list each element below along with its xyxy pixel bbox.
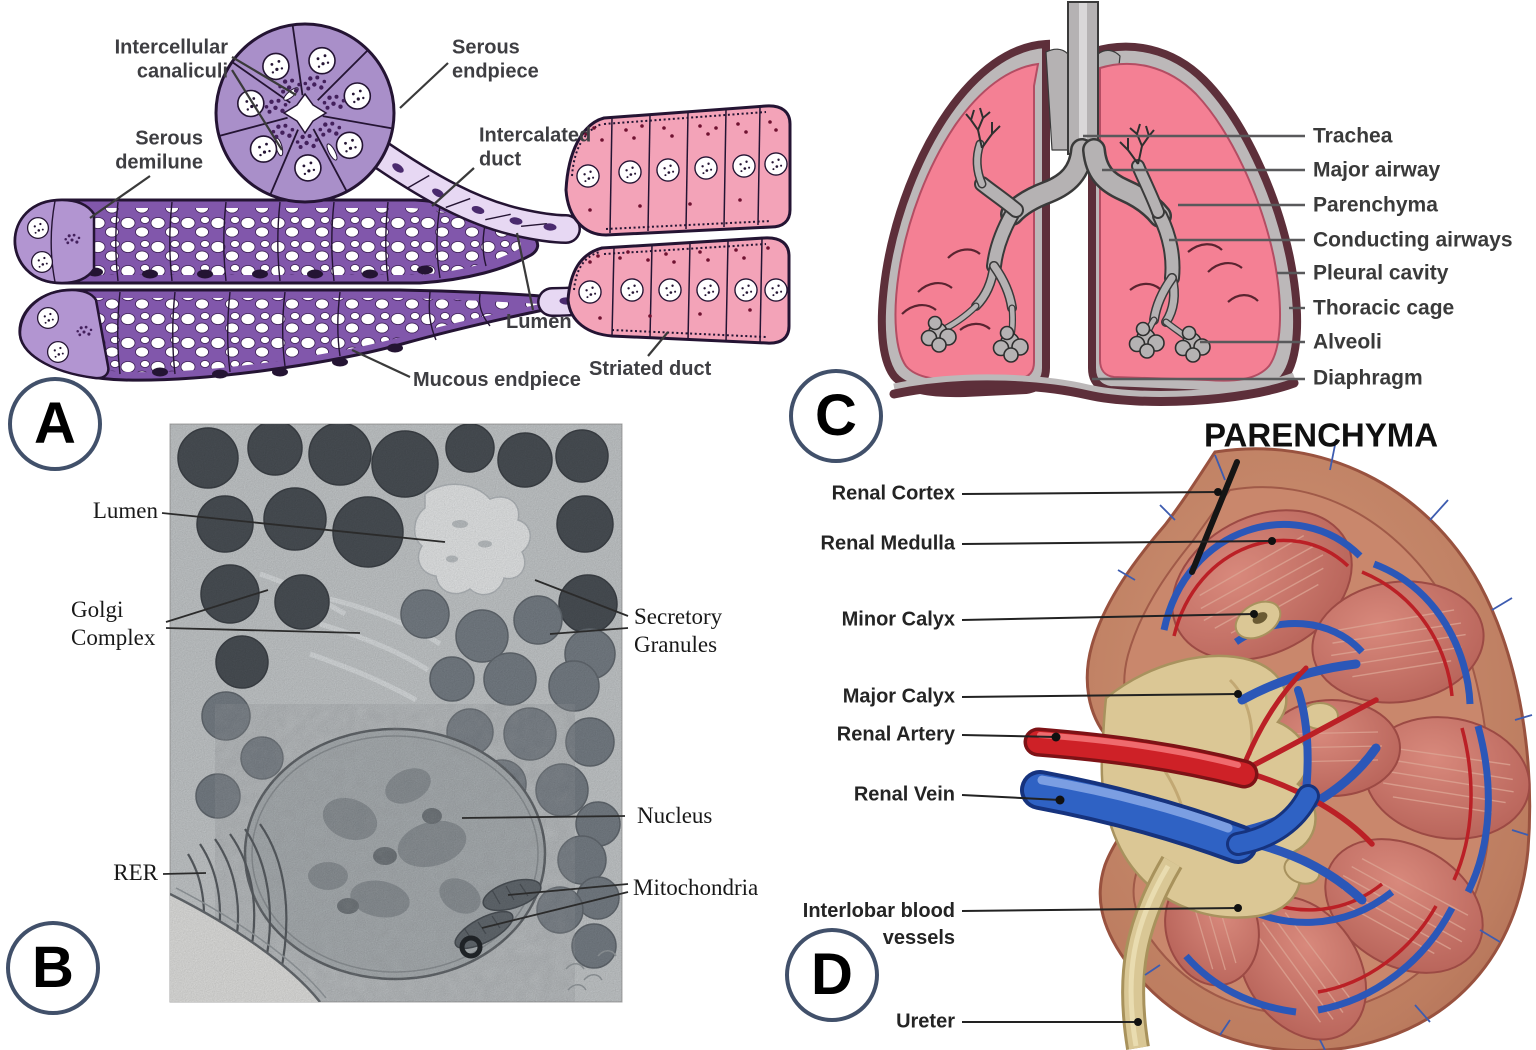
label-thoracic-cage: Thoracic cage: [1313, 296, 1455, 320]
label-serous-demilune: Serous demilune: [115, 127, 203, 174]
label-renal-artery: Renal Artery: [836, 723, 955, 746]
label-lumen-a: Lumen: [506, 310, 572, 333]
panel-badge-a: A: [8, 377, 102, 471]
label-secretory-granules: Secretory Granules: [634, 603, 723, 657]
salivary-gland-illustration: [13, 22, 792, 382]
label-ureter: Ureter: [896, 1010, 955, 1033]
parenchyma-pointer-line: [1189, 459, 1240, 575]
label-renal-medulla: Renal Medulla: [820, 532, 955, 555]
panel-badge-c: C: [789, 369, 883, 463]
label-major-airway: Major airway: [1313, 158, 1441, 182]
label-renal-vein: Renal Vein: [853, 783, 955, 806]
interlobar-vessels: [1160, 521, 1492, 1016]
label-conducting-airways: Conducting airways: [1313, 228, 1513, 252]
label-minor-calyx: Minor Calyx: [841, 608, 955, 631]
electron-micrograph: [161, 423, 629, 1003]
label-mucous-endpiece: Mucous endpiece: [413, 368, 581, 391]
label-trachea: Trachea: [1313, 124, 1393, 148]
cortex-vessel-twigs: [1117, 444, 1533, 1050]
label-intercellular-canaliculi: Intercellular canaliculi: [114, 36, 228, 83]
lungs-illustration: [877, 1, 1305, 406]
label-serous-endpiece: Serous endpiece: [452, 36, 539, 83]
label-parenchyma-lung: Parenchyma: [1313, 193, 1438, 217]
label-alveoli: Alveoli: [1313, 330, 1382, 354]
panel-d-leader-lines: [961, 491, 1273, 1023]
label-major-calyx: Major Calyx: [842, 685, 955, 708]
small-airway-arcs: [901, 243, 1259, 331]
serous-endpiece-acinus: [214, 22, 396, 204]
renal-artery-tube: [1023, 727, 1259, 789]
label-renal-cortex: Renal Cortex: [831, 482, 955, 505]
label-golgi-complex: Golgi Complex: [71, 596, 156, 650]
label-nucleus: Nucleus: [637, 802, 713, 828]
renal-vein-tube: [1020, 770, 1320, 864]
label-pleural-cavity: Pleural cavity: [1313, 261, 1449, 285]
label-rer: RER: [113, 859, 158, 885]
label-striated-duct: Striated duct: [589, 357, 712, 380]
kidney-illustration: [961, 444, 1533, 1050]
panel-badge-b: B: [6, 921, 100, 1015]
panel-c-leader-lines: [1083, 134, 1305, 381]
label-lumen-b: Lumen: [92, 497, 158, 523]
label-interlobar-blood-vessels: Interlobar blood vessels: [802, 900, 955, 949]
striated-duct-illustration: [564, 104, 792, 345]
panel-badge-d: D: [785, 928, 879, 1022]
label-mitochondria: Mitochondria: [633, 874, 759, 900]
label-parenchyma-title: PARENCHYMA: [1204, 416, 1439, 454]
leader-dots: [1051, 488, 1276, 1026]
panel-a-leader-lines: [89, 56, 669, 378]
label-intercalated-duct: Intercalated duct: [479, 124, 592, 171]
panel-b-leader-lines: [161, 512, 629, 929]
label-diaphragm: Diaphragm: [1313, 366, 1423, 390]
